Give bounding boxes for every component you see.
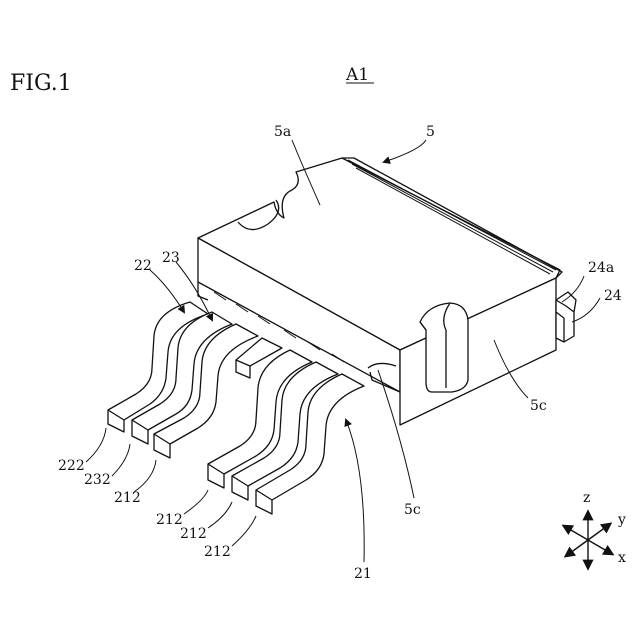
label-21: 21 [354, 566, 372, 582]
label-5a: 5a [274, 124, 291, 140]
axis-label-z: z [583, 490, 590, 506]
label-24a: 24a [588, 260, 614, 276]
package-body [198, 158, 576, 425]
leader-212-a [134, 460, 156, 492]
x-axis-arrow [588, 540, 612, 554]
label-232: 232 [84, 472, 111, 488]
label-5: 5 [426, 124, 435, 140]
label-24: 24 [604, 288, 622, 304]
label-23: 23 [162, 250, 180, 266]
label-22: 22 [134, 258, 152, 274]
axis-label-x: x [618, 550, 626, 566]
leader-24a [562, 276, 584, 302]
assembly-label: A1 [345, 65, 369, 85]
label-212-c: 212 [180, 526, 207, 542]
axis-label-y: y [617, 512, 626, 528]
leader-212-c [208, 502, 232, 528]
leader-212-b [184, 490, 208, 514]
label-5c-bottom: 5c [404, 502, 421, 518]
label-5c-right: 5c [530, 398, 547, 414]
neg-y-axis-arrow [566, 540, 588, 556]
leader-212-d [232, 516, 256, 546]
leader-5 [384, 140, 426, 162]
neg-x-axis-arrow [564, 526, 588, 540]
y-axis-arrow [588, 524, 610, 540]
leader-21 [346, 420, 364, 562]
leader-232 [112, 444, 130, 476]
label-212-a: 212 [114, 490, 141, 506]
label-222: 222 [58, 458, 85, 474]
leader-222 [86, 428, 106, 462]
figure-label: FIG.1 [10, 71, 72, 96]
label-212-b: 212 [156, 512, 183, 528]
label-212-d: 212 [204, 544, 231, 560]
axis-triad: z y x [564, 490, 626, 568]
tab-24 [556, 300, 574, 342]
